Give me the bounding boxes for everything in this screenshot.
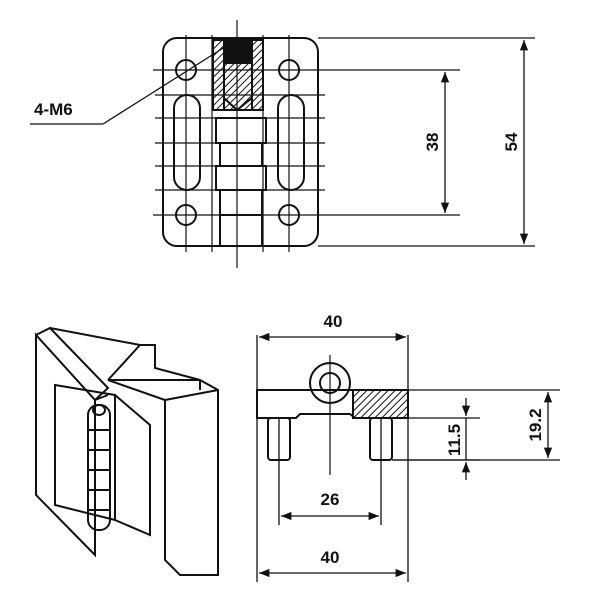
knuckle-segment-4 (219, 189, 263, 216)
side-view: 40 26 40 11.5 19.2 (256, 312, 560, 582)
knuckle-segment-1 (215, 117, 267, 144)
iso-knuckle-barrel (87, 404, 111, 531)
side-hatch-block (353, 390, 408, 418)
knuckle-segment-3 (215, 165, 267, 191)
mounting-hole-top-right (278, 59, 300, 81)
dim-11-5-label: 11.5 (445, 424, 464, 456)
dim-26-label: 26 (321, 490, 340, 509)
dim-40-bottom-label: 40 (321, 548, 340, 567)
slot-left (173, 94, 201, 191)
iso-pin-hole (92, 404, 106, 416)
thread-callout-leader (102, 44, 229, 125)
dim-40-top-label: 40 (324, 312, 343, 331)
hinge-plate-outline (162, 37, 319, 247)
dim-19-2-label: 19.2 (526, 408, 545, 441)
iso-right-leaf (107, 379, 219, 576)
iso-left-leaf (35, 332, 96, 558)
slot-right (277, 94, 305, 191)
dim-54-label: 54 (502, 132, 521, 151)
mounting-hole-bottom-right (278, 204, 300, 226)
isometric-view (35, 326, 219, 576)
front-view: 4-M6 38 54 (30, 20, 535, 268)
mounting-hole-bottom-left (175, 204, 197, 226)
knuckle-segment-2 (219, 142, 263, 167)
thread-callout-label: 4-M6 (34, 100, 73, 119)
iso-pad (54, 383, 116, 522)
mounting-hole-top-left (175, 59, 197, 81)
dim-38-label: 38 (423, 133, 442, 152)
